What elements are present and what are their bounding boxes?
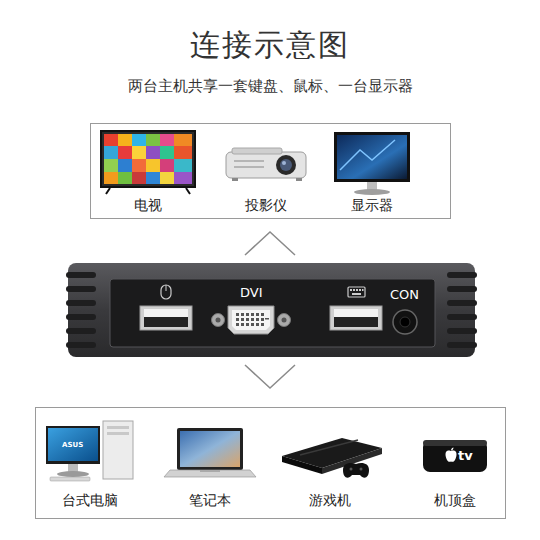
monitor-picture: [334, 132, 410, 195]
device-item: 游戏机: [307, 492, 353, 509]
device-item: 机顶盒: [432, 492, 478, 509]
brand-mark: ASUS: [62, 441, 83, 449]
up-chevron: [245, 232, 295, 255]
keyboard-usb-port: [330, 287, 382, 330]
device-label: 投影仪: [243, 197, 289, 214]
console-picture: [282, 438, 382, 478]
dvi-port: [212, 306, 291, 334]
input-panel: [36, 408, 506, 519]
down-chevron: [245, 365, 295, 388]
device-label: 笔记本: [187, 492, 233, 509]
device-item: 投影仪: [243, 197, 289, 214]
output-panel: [91, 124, 451, 219]
device-item: 显示器: [349, 197, 395, 214]
device-item: 台式电脑: [60, 492, 120, 509]
tv-picture: [100, 130, 196, 194]
con-jack: [393, 310, 417, 334]
kvm-device: [66, 263, 477, 357]
mouse-usb-port: [140, 285, 192, 330]
device-label: 机顶盒: [432, 492, 478, 509]
device-label: 电视: [132, 197, 164, 214]
laptop-picture: [164, 428, 256, 477]
device-label: 游戏机: [307, 492, 353, 509]
title: 连接示意图: [190, 27, 350, 63]
settop-box-picture: [423, 440, 487, 472]
desktop-picture: [46, 421, 133, 481]
device-box: DVI CON: [68, 263, 475, 357]
device-label: 台式电脑: [60, 492, 120, 509]
device-item: 电视: [132, 197, 164, 214]
subtitle: 两台主机共享一套键盘、鼠标、一台显示器: [128, 77, 413, 95]
projector-picture: [226, 148, 306, 181]
device-label: 显示器: [349, 197, 395, 214]
port-label: CON: [390, 287, 419, 303]
device-item: 笔记本: [187, 492, 233, 509]
product-logo: tv: [458, 448, 473, 464]
port-label: DVI: [240, 285, 263, 301]
